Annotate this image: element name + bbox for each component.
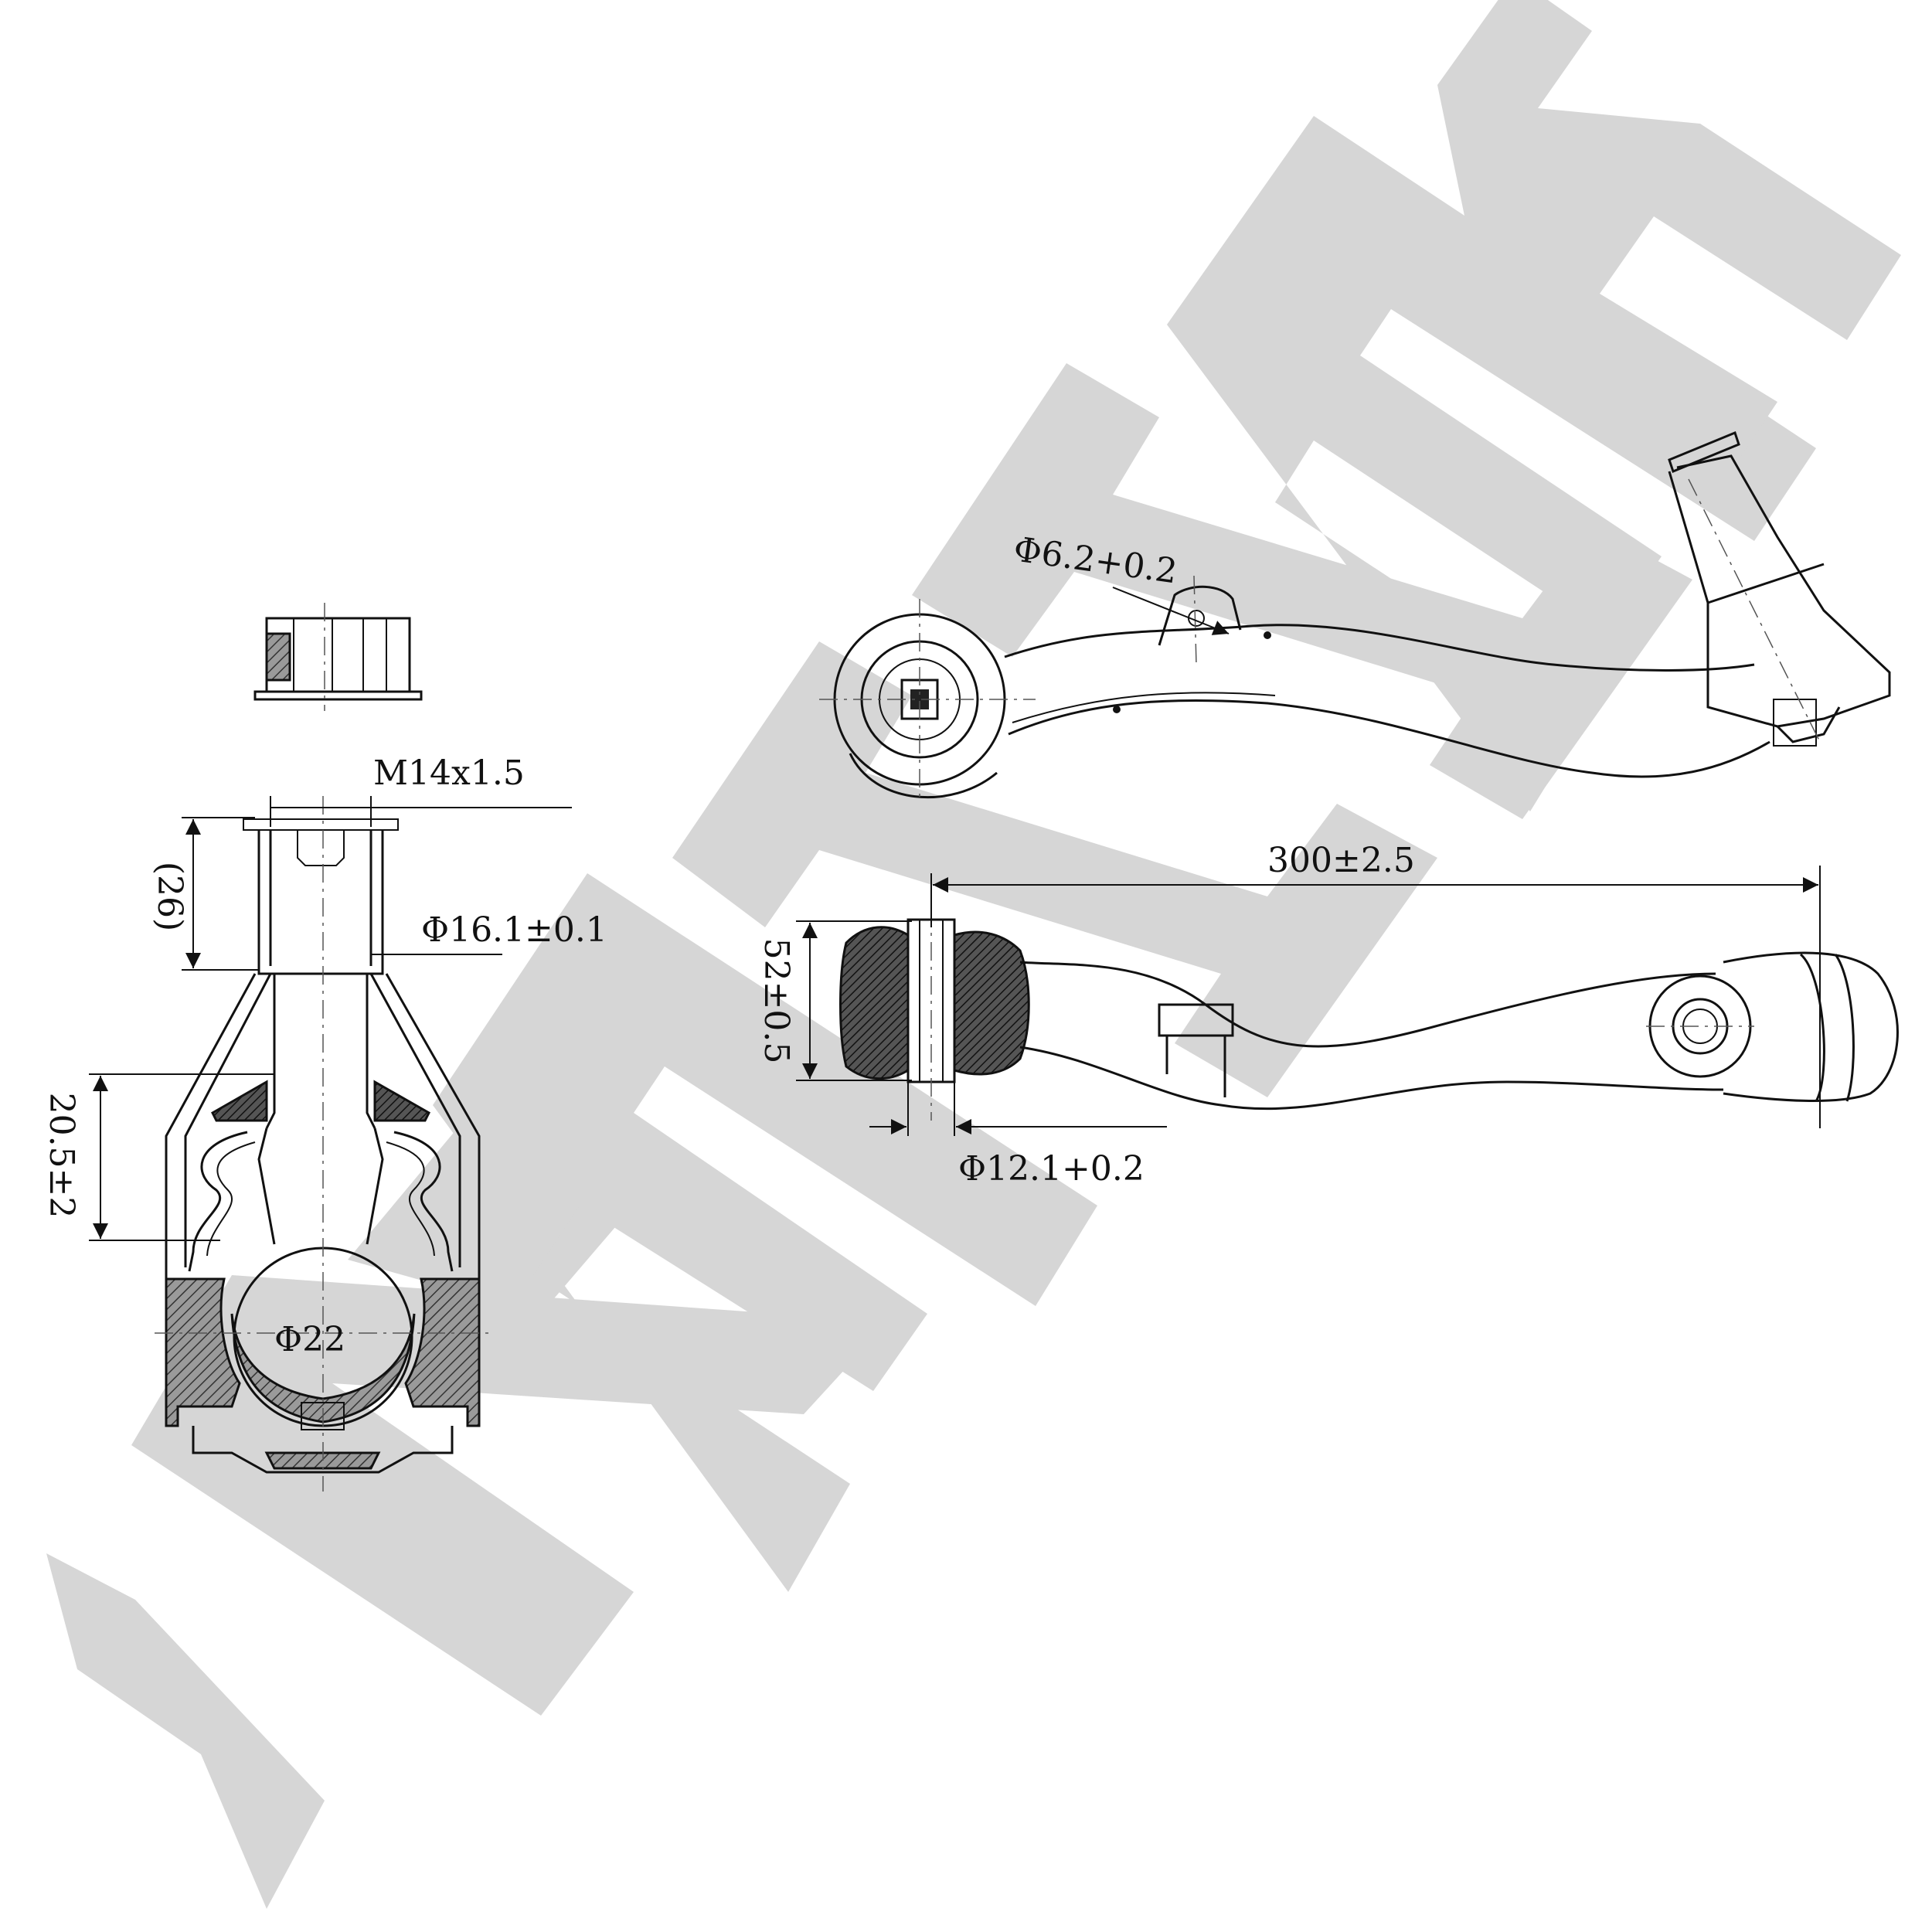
ball-joint-dimensions [89, 796, 572, 1241]
castle-nut [253, 603, 423, 711]
ball-joint-section [155, 796, 495, 1492]
control-arm-side-view [839, 908, 1899, 1121]
bushing-width-label: 52±0.5 [757, 938, 796, 1064]
boot-height-label: 20.5±2 [42, 1093, 81, 1219]
pin-diameter-label: Φ16.1±0.1 [421, 910, 607, 950]
arm-length-label: 300±2.5 [1267, 841, 1415, 880]
thread-label: M14x1.5 [373, 753, 525, 793]
pin-height-label: (26) [150, 862, 189, 931]
side-view-dimensions [796, 866, 1821, 1136]
bushing-bore-label: Φ12.1+0.2 [958, 1149, 1145, 1189]
ball-diameter-label: Φ22 [274, 1320, 345, 1359]
watermark-logo [46, 0, 1901, 1909]
control-arm-top-view [819, 431, 1891, 800]
